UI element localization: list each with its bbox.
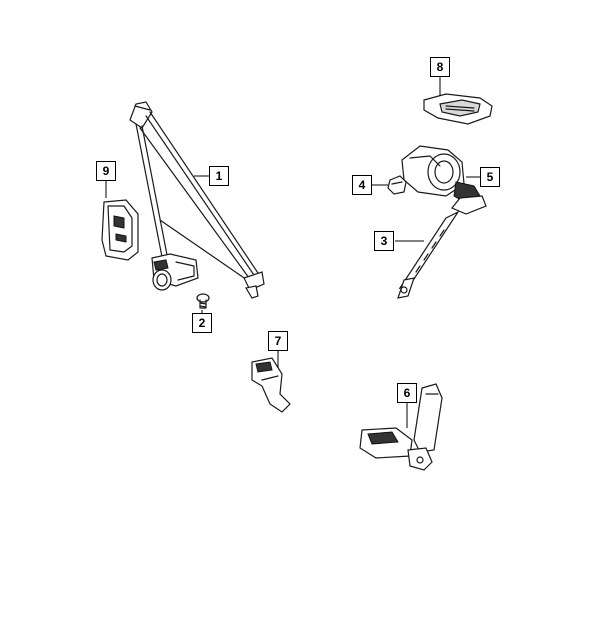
part-6-buckle-assembly bbox=[359, 383, 443, 471]
callout-2: 2 bbox=[192, 313, 212, 333]
callout-1: 1 bbox=[209, 166, 229, 186]
part-5-retractor bbox=[401, 145, 487, 215]
callout-9: 9 bbox=[96, 161, 116, 181]
callout-4: 4 bbox=[352, 175, 372, 195]
callout-6: 6 bbox=[397, 383, 417, 403]
part-1-seat-belt bbox=[129, 101, 265, 299]
callout-5: 5 bbox=[480, 167, 500, 187]
callout-3: 3 bbox=[374, 231, 394, 251]
callout-7: 7 bbox=[268, 331, 288, 351]
part-8-bezel bbox=[423, 93, 493, 125]
part-4-clip bbox=[387, 175, 407, 195]
part-3-height-adjuster bbox=[397, 210, 460, 299]
part-7-buckle bbox=[251, 357, 291, 413]
part-2-bolt bbox=[196, 293, 210, 309]
part-9-trim-cover bbox=[101, 199, 139, 261]
callout-8: 8 bbox=[430, 57, 450, 77]
